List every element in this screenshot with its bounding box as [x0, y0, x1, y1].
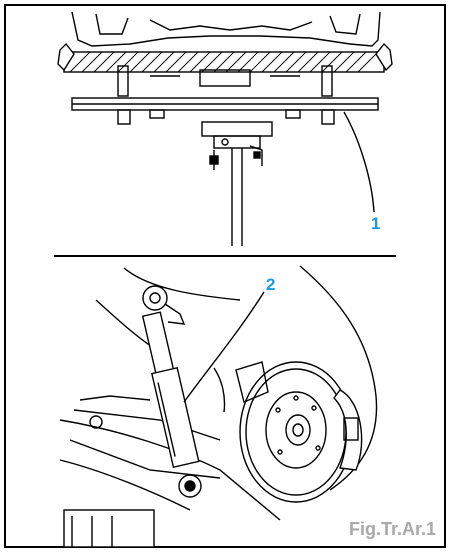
axle-on-jack-drawing	[57, 11, 393, 246]
callout-1: 1	[371, 214, 381, 233]
figure-caption: Fig.Tr.Ar.1	[348, 519, 436, 539]
shock-and-brake-drawing	[59, 265, 378, 548]
figure-frame	[4, 4, 446, 548]
callout-2: 2	[266, 275, 276, 294]
